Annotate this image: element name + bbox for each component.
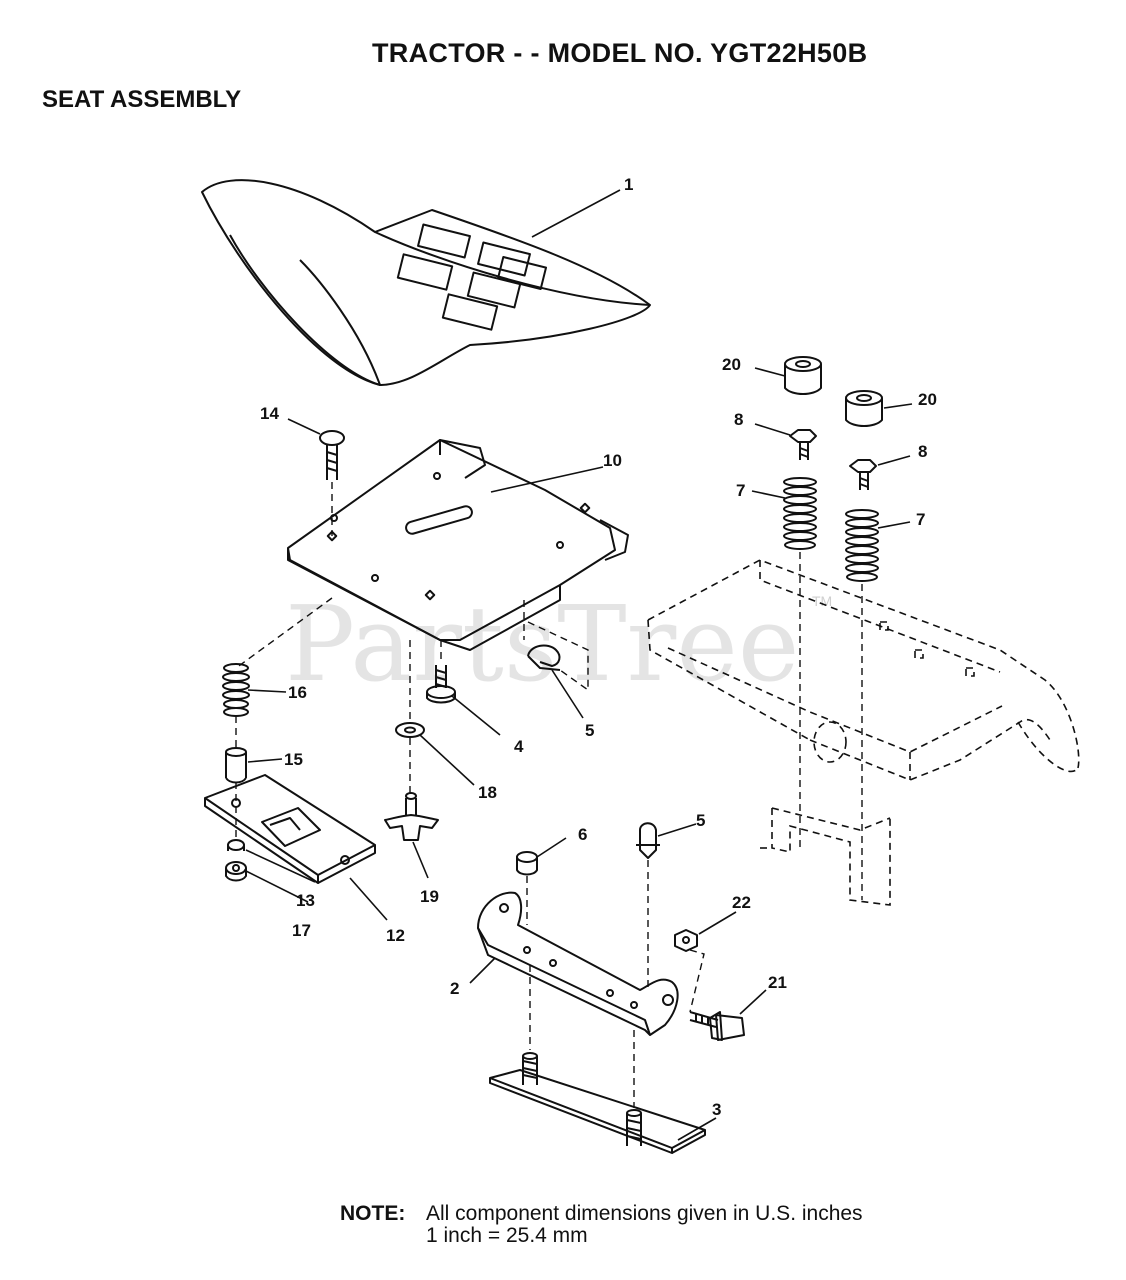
plate-part-3 <box>489 1052 706 1154</box>
bracket-part-2 <box>477 891 679 1036</box>
callout-5-lower: 5 <box>696 811 705 830</box>
washer-part-18 <box>395 722 425 738</box>
clip-part-5-lower <box>636 822 660 859</box>
seat-part-1 <box>201 179 651 386</box>
dimension-note: NOTE: All component dimensions given in U… <box>340 1203 863 1247</box>
callout-2: 2 <box>450 979 459 998</box>
callout-20-left: 20 <box>722 355 741 374</box>
callout-18: 18 <box>478 783 497 802</box>
bolt-part-21 <box>689 1011 745 1041</box>
bolt-part-8-left <box>789 429 817 460</box>
screw-part-4 <box>426 665 456 704</box>
callout-7-left: 7 <box>736 481 745 500</box>
callout-17: 17 <box>292 921 311 940</box>
callout-8-right: 8 <box>918 442 927 461</box>
bolt-part-14 <box>319 430 345 480</box>
bolt-part-8-right <box>849 459 877 490</box>
callout-16: 16 <box>288 683 307 702</box>
spring-part-7-right <box>845 509 879 582</box>
callout-1: 1 <box>624 175 633 194</box>
callouts: 1 10 14 16 15 4 5 18 19 13 17 12 6 5 22 … <box>260 175 937 1119</box>
bushing-part-6 <box>516 851 538 876</box>
seat-pan-part-10 <box>287 439 629 651</box>
spacer-part-20-right <box>845 390 883 427</box>
bracket-part-12 <box>204 774 376 884</box>
callout-15: 15 <box>284 750 303 769</box>
callout-4: 4 <box>514 737 524 756</box>
callout-22: 22 <box>732 893 751 912</box>
spring-part-16 <box>222 663 250 717</box>
callout-7-right: 7 <box>916 510 925 529</box>
callout-13: 13 <box>296 891 315 910</box>
nut-part-13 <box>227 839 245 851</box>
callout-10: 10 <box>603 451 622 470</box>
page-title: TRACTOR - - MODEL NO. YGT22H50B <box>372 38 868 68</box>
nut-part-22 <box>674 929 698 952</box>
spacer-part-20-left <box>784 356 822 395</box>
spacer-part-15 <box>225 747 247 784</box>
clip-part-5-upper <box>527 644 561 671</box>
callout-14: 14 <box>260 404 279 423</box>
callout-8-left: 8 <box>734 410 743 429</box>
section-title: SEAT ASSEMBLY <box>42 86 242 113</box>
knob-part-19 <box>384 792 439 841</box>
note-line-1: All component dimensions given in U.S. i… <box>426 1202 863 1225</box>
callout-6: 6 <box>578 825 587 844</box>
watermark-text: PartsTree <box>285 583 799 705</box>
callout-21: 21 <box>768 973 787 992</box>
callout-3: 3 <box>712 1100 721 1119</box>
fender-outline <box>647 559 1080 906</box>
note-label: NOTE: <box>340 1202 406 1225</box>
watermark-tm: TM <box>812 593 832 609</box>
alignment-lines <box>235 482 863 1108</box>
spring-part-7-left <box>783 477 817 550</box>
callout-5-upper: 5 <box>585 721 594 740</box>
callout-19: 19 <box>420 887 439 906</box>
note-line-2: 1 inch = 25.4 mm <box>426 1224 588 1247</box>
callout-12: 12 <box>386 926 405 945</box>
leader-lines <box>243 189 913 1141</box>
callout-20-right: 20 <box>918 390 937 409</box>
nut-part-17 <box>225 861 247 882</box>
